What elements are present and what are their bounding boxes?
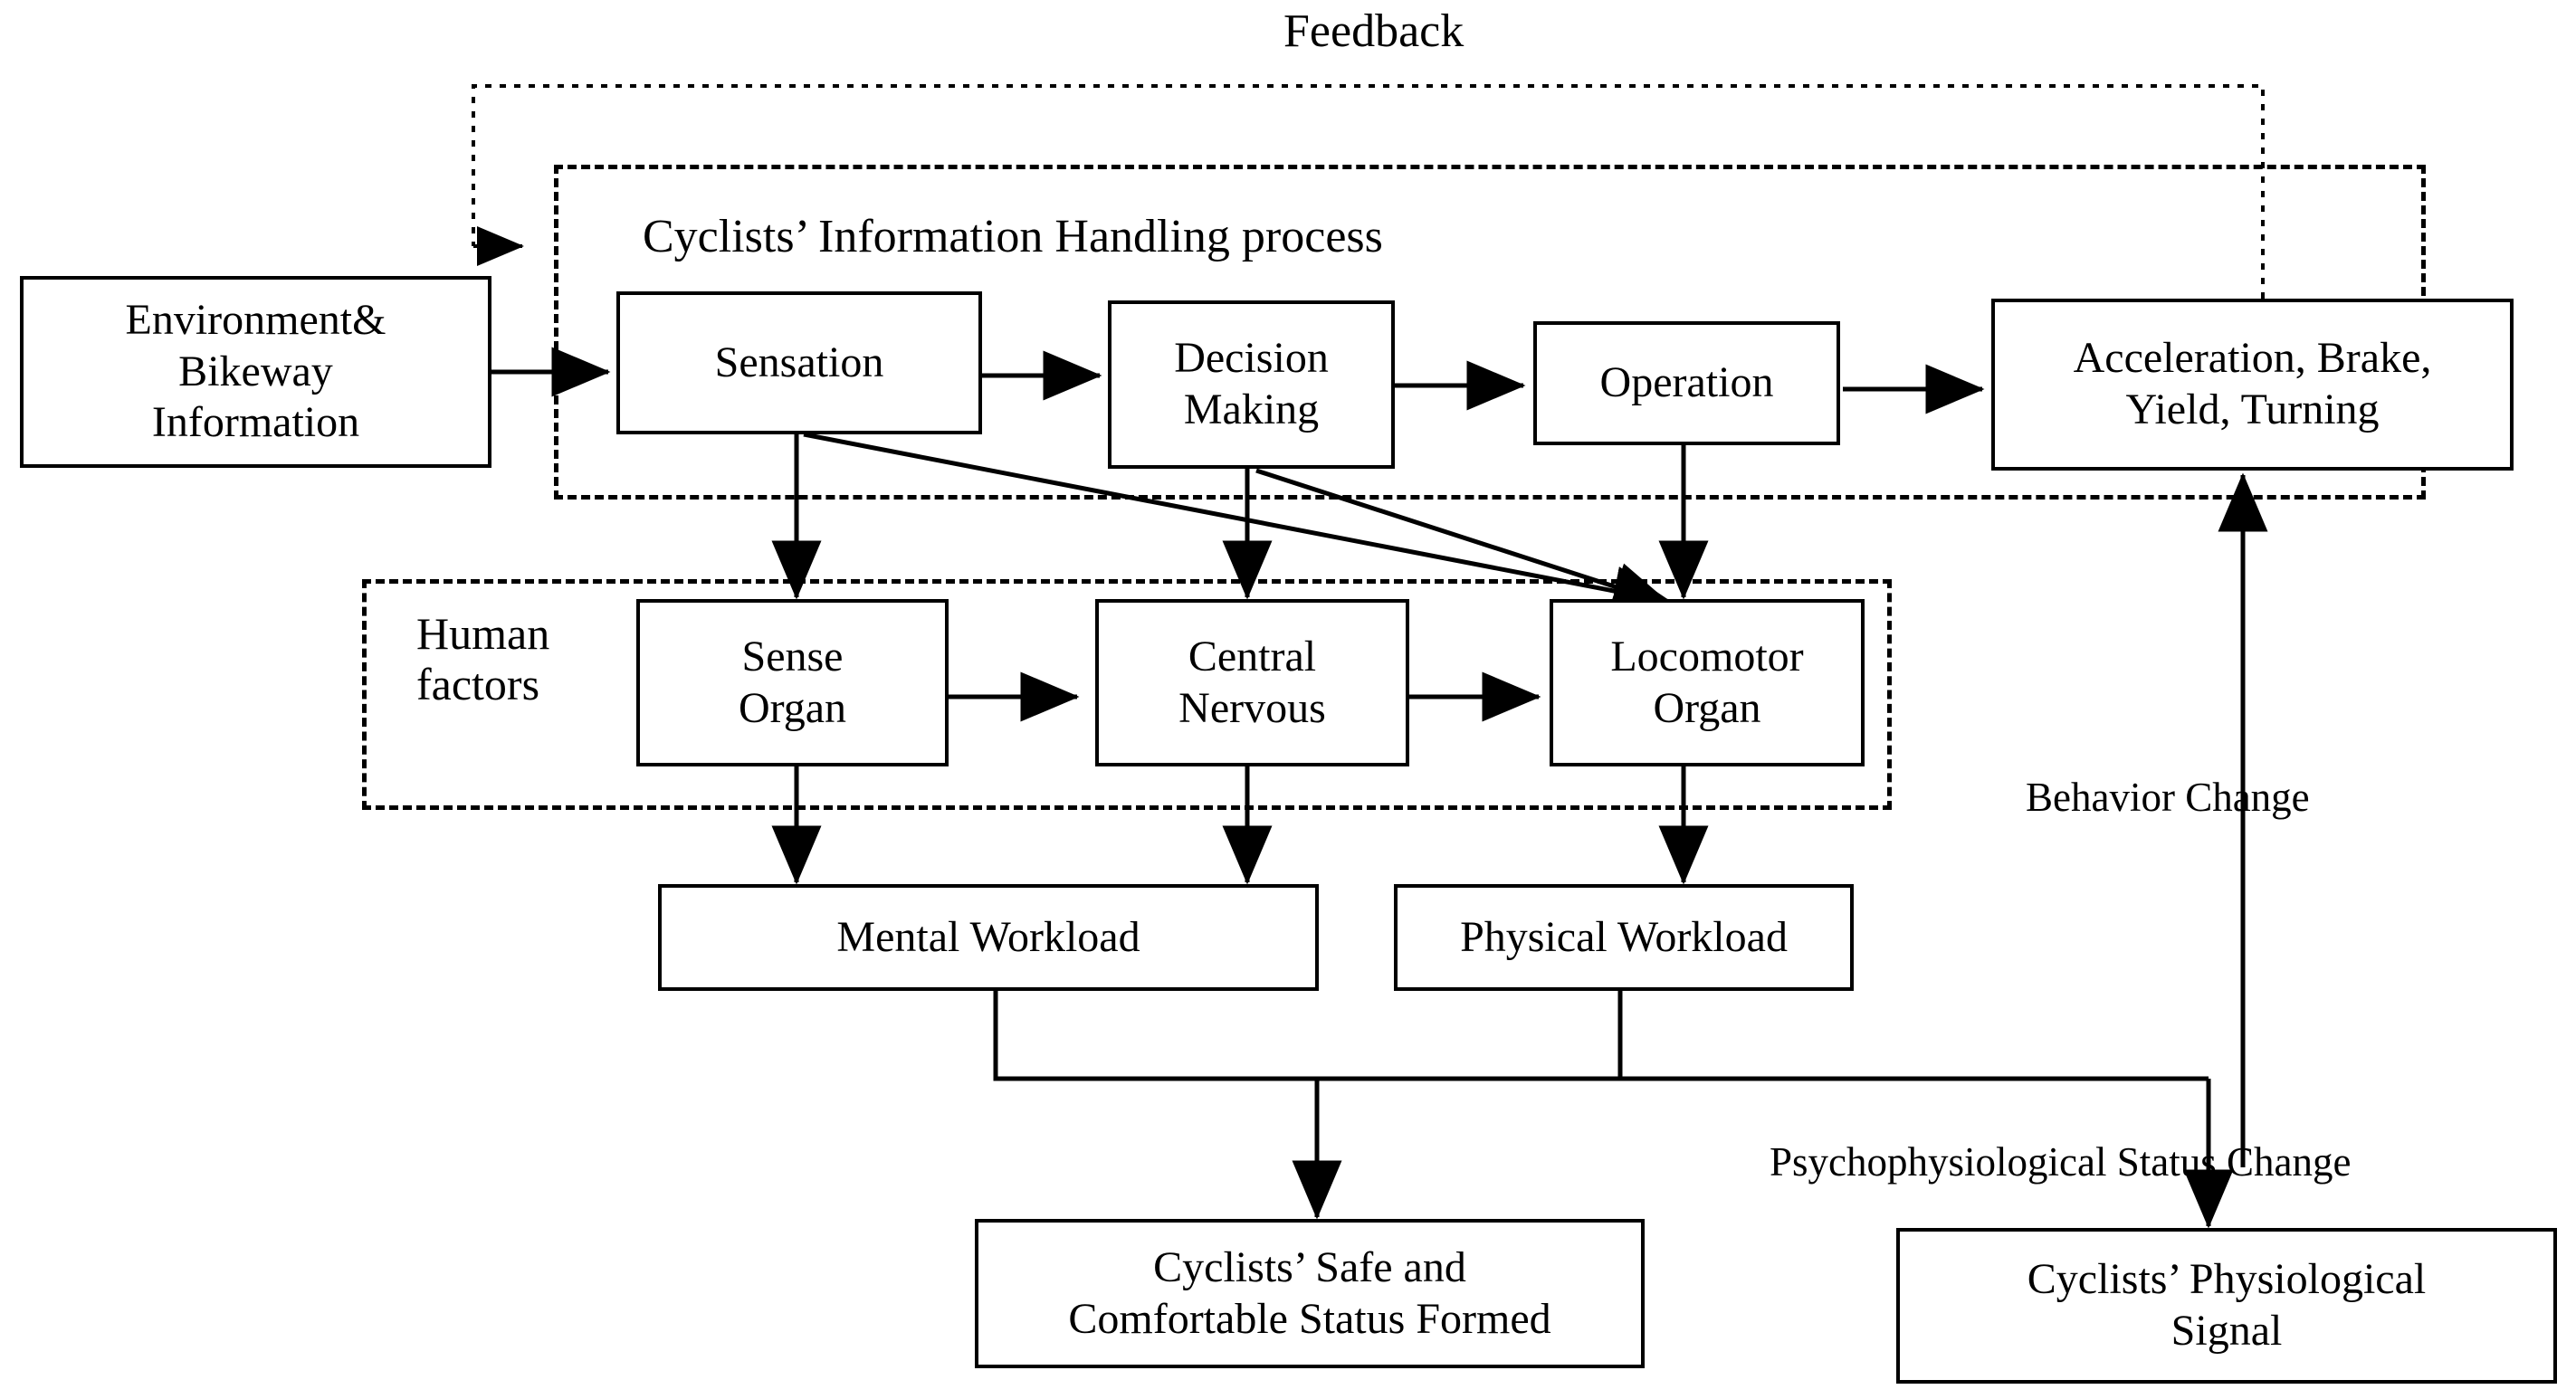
feedback-label: Feedback bbox=[1283, 5, 1465, 57]
node-environment[interactable]: Environment& Bikeway Information bbox=[20, 276, 491, 468]
node-action-label: Acceleration, Brake, Yield, Turning bbox=[2073, 334, 2432, 433]
node-safe-status-label: Cyclists’ Safe and Comfortable Status Fo… bbox=[1068, 1242, 1551, 1343]
behavior-change-label: Behavior Change bbox=[2026, 775, 2310, 820]
node-sensation[interactable]: Sensation bbox=[616, 291, 982, 434]
node-decision[interactable]: Decision Making bbox=[1108, 300, 1395, 469]
node-mental-workload-label: Mental Workload bbox=[836, 912, 1140, 961]
node-physical-workload[interactable]: Physical Workload bbox=[1394, 884, 1854, 991]
node-locomotor-label: Locomotor Organ bbox=[1610, 632, 1804, 732]
feedback-loop-wire bbox=[472, 84, 2265, 299]
node-sense-organ[interactable]: Sense Organ bbox=[636, 599, 949, 766]
node-central-nervous-label: Central Nervous bbox=[1178, 632, 1326, 732]
group-human-factors bbox=[362, 579, 1892, 810]
edge-sensation-to-locomotor bbox=[803, 432, 1673, 616]
group-information-handling-label: Cyclists’ Information Handling process bbox=[643, 211, 1383, 262]
edge-mental-workload-bus bbox=[993, 991, 2209, 1081]
node-locomotor[interactable]: Locomotor Organ bbox=[1550, 599, 1865, 766]
node-sensation-label: Sensation bbox=[714, 338, 884, 386]
group-human-factors-label: Human factors bbox=[416, 608, 550, 709]
node-mental-workload[interactable]: Mental Workload bbox=[658, 884, 1319, 991]
node-sense-organ-label: Sense Organ bbox=[738, 632, 847, 732]
node-physio-signal-label: Cyclists’ Physiological Signal bbox=[2027, 1255, 2427, 1355]
node-operation[interactable]: Operation bbox=[1533, 321, 1840, 445]
node-operation-label: Operation bbox=[1599, 358, 1774, 407]
node-environment-label: Environment& Bikeway Information bbox=[125, 296, 386, 447]
psychophysiological-status-change-label: Psychophysiological Status Change bbox=[1770, 1139, 2352, 1185]
node-physical-workload-label: Physical Workload bbox=[1460, 912, 1788, 961]
node-action[interactable]: Acceleration, Brake, Yield, Turning bbox=[1991, 299, 2514, 471]
node-safe-status[interactable]: Cyclists’ Safe and Comfortable Status Fo… bbox=[975, 1219, 1645, 1368]
node-physio-signal[interactable]: Cyclists’ Physiological Signal bbox=[1896, 1228, 2557, 1384]
node-decision-label: Decision Making bbox=[1174, 334, 1329, 433]
node-central-nervous[interactable]: Central Nervous bbox=[1095, 599, 1409, 766]
